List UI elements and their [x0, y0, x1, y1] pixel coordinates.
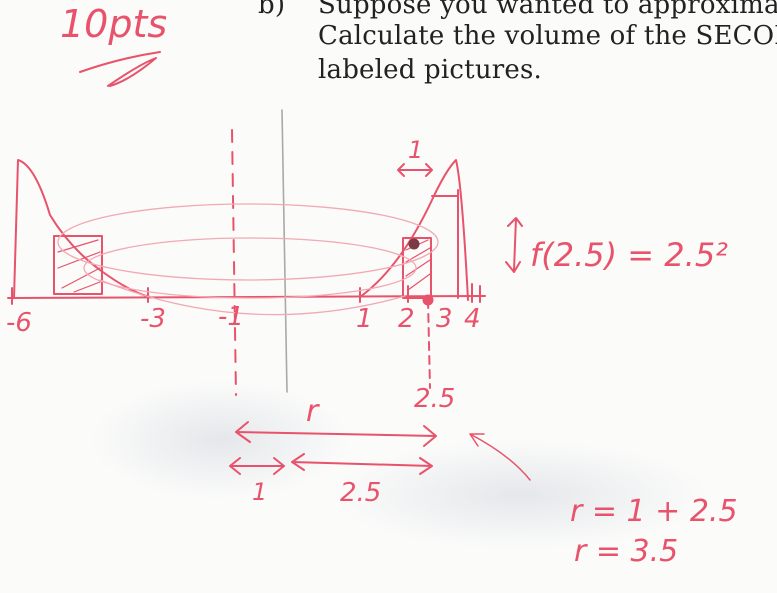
inner-offset-label: 1	[252, 478, 268, 506]
point-marker-dark	[408, 238, 420, 250]
eraser-smudge	[330, 440, 710, 550]
axis-tick-label: 1	[356, 304, 373, 334]
callout-pointer	[469, 433, 531, 481]
right-curve	[359, 159, 469, 301]
revolution-ellipse-lower	[99, 279, 406, 316]
height-label: f(2.5) = 2.5²	[530, 236, 728, 274]
axis-tick-label: 2	[398, 304, 415, 334]
radius-arrow	[235, 421, 437, 447]
radius-calc-line-1: r = 1 + 2.5	[570, 494, 738, 529]
axis-tick-label: 4	[464, 304, 481, 334]
question-line-1: Suppose you wanted to approximate	[318, 0, 777, 20]
eraser-smudge	[90, 380, 350, 500]
span-arrow	[291, 453, 433, 475]
rotation-axis	[231, 129, 237, 396]
revolution-ellipse-outer	[57, 203, 439, 281]
question-line-3: labeled pictures.	[318, 55, 542, 85]
right-rectangle	[402, 237, 432, 299]
axis-tick-label: 3	[436, 304, 453, 334]
point-label-2-5: 2.5	[414, 384, 456, 414]
axis-tick-label: -3	[140, 304, 166, 334]
point-marker	[422, 294, 434, 306]
points-underline-scribble	[107, 57, 157, 87]
offset-arrow	[229, 457, 285, 475]
radius-calc-line-2: r = 3.5	[574, 534, 679, 569]
y-axis-line	[281, 109, 288, 393]
points-label: 10pts	[60, 2, 168, 46]
left-curve	[13, 159, 151, 299]
left-rectangle	[53, 235, 103, 295]
revolution-ellipse-inner	[83, 237, 417, 299]
question-line-2: Calculate the volume of the SECON	[318, 21, 777, 51]
inner-span-label: 2.5	[340, 478, 382, 508]
radius-label: r	[306, 394, 319, 429]
ring-width-label: 1	[408, 136, 424, 164]
guide-line-2-5	[427, 299, 431, 389]
ring-width-arrow	[397, 163, 433, 177]
question-part-label: b)	[258, 0, 286, 20]
axis-tick-label: -6	[6, 308, 32, 338]
axis-tick-label: -1	[218, 302, 244, 332]
points-underline	[79, 51, 161, 73]
height-arrow	[505, 217, 523, 273]
